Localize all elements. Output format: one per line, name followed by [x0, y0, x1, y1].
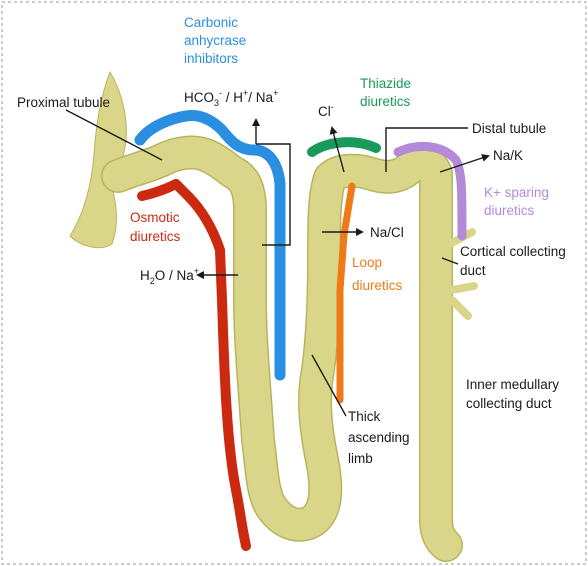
- cortical-label-2: duct: [460, 263, 486, 278]
- osmotic-label-1: Osmotic: [130, 210, 180, 225]
- loop-bar: [340, 186, 352, 400]
- thiazide-label-2: diuretics: [360, 94, 411, 109]
- thiazide-bar: [312, 142, 376, 152]
- inner-medullary-label-1: Inner medullary: [466, 377, 559, 392]
- collecting-branch-mid: [452, 286, 474, 290]
- collecting-branch-low: [452, 300, 468, 316]
- loop-label-1: Loop: [352, 255, 382, 270]
- h2o-label: H2O / Na+: [140, 266, 199, 286]
- distal-tubule-label: Distal tubule: [472, 121, 546, 136]
- osmotic-label-2: diuretics: [130, 229, 181, 244]
- cortical-label-1: Cortical collecting: [460, 244, 566, 259]
- proximal-tubule-label: Proximal tubule: [17, 95, 110, 110]
- hco3-label: HCO3- / H+/ Na+: [184, 88, 278, 108]
- loop-label-2: diuretics: [352, 278, 403, 293]
- nak-label: Na/K: [493, 148, 523, 163]
- thiazide-label-1: Thiazide: [360, 76, 411, 91]
- carbonic-label-1: Carbonic: [184, 15, 238, 30]
- inner-medullary-label-2: collecting duct: [466, 396, 552, 411]
- cl-label: Cl-: [318, 102, 334, 119]
- ksparing-label-2: diuretics: [484, 203, 535, 218]
- carbonic-label-2: anhycrase: [184, 33, 246, 48]
- thick-label-2: ascending: [348, 430, 410, 445]
- thick-label-3: limb: [348, 451, 373, 466]
- thick-label-1: Thick: [348, 409, 381, 424]
- ksparing-label-1: K+ sparing: [484, 185, 549, 200]
- nacl-label: Na/Cl: [370, 225, 404, 240]
- carbonic-label-3: inhibitors: [184, 51, 238, 66]
